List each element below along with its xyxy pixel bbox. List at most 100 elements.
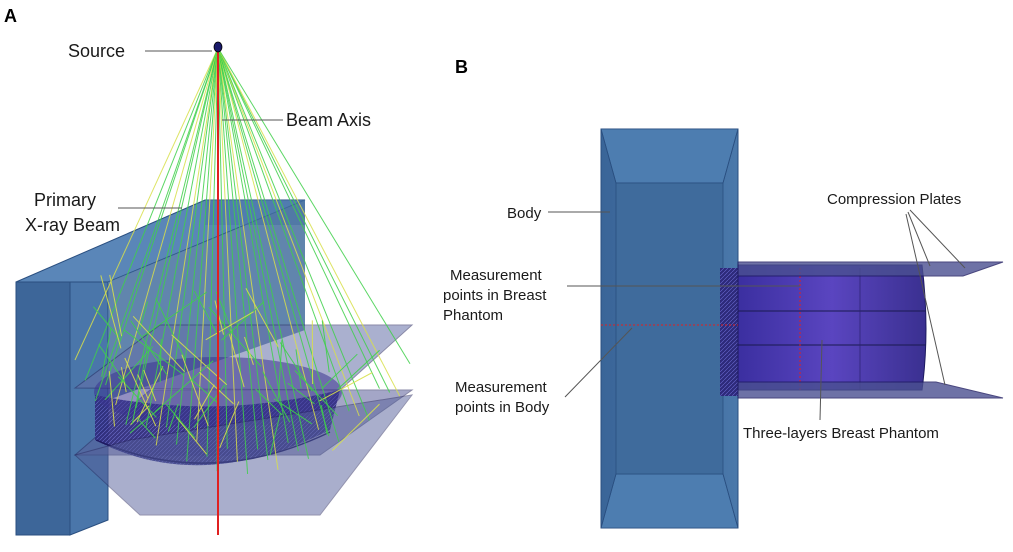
scatter-ray [100, 275, 122, 349]
label-beam-axis: Beam Axis [286, 110, 371, 130]
scatter-ray [139, 301, 148, 331]
scatter-ray [199, 371, 234, 405]
beam-ray [217, 47, 299, 452]
scatter-ray [120, 367, 127, 393]
leader-compression-plates-2 [907, 211, 931, 267]
beam-ray [165, 47, 219, 428]
scatter-ray [219, 401, 240, 448]
scatter-ray [143, 369, 157, 402]
panel-b-compression-plates [737, 261, 1004, 399]
beam-ray [217, 47, 279, 470]
beam-ray [125, 47, 219, 425]
label-primary-beam-line1: Primary [34, 190, 96, 210]
scatter-ray [124, 357, 157, 427]
panel-a-letter: A [4, 6, 17, 26]
scatter-ray [123, 329, 185, 376]
panel-a-scattered-rays [93, 274, 380, 456]
scatter-ray [136, 417, 156, 439]
scatter-ray [321, 320, 330, 373]
scatter-ray [98, 344, 126, 383]
beam-ray [217, 47, 228, 449]
scatter-ray [320, 405, 328, 435]
beam-ray [217, 47, 320, 430]
label-three-layers: Three-layers Breast Phantom [743, 425, 939, 442]
beam-ray [84, 47, 219, 381]
beam-ray [115, 47, 219, 406]
beam-ray [217, 47, 259, 450]
beam-ray [196, 47, 219, 442]
beam-ray [217, 47, 370, 421]
panel-b-three-layer-phantom [720, 264, 927, 396]
beam-ray [105, 47, 219, 386]
scatter-ray [136, 366, 164, 423]
leader-mp-body [564, 327, 633, 398]
scatter-ray [295, 349, 302, 389]
panel-b-letter: B [455, 57, 468, 77]
scatter-ray [294, 370, 339, 417]
beam-ray [217, 47, 330, 437]
scatter-ray [229, 334, 245, 388]
beam-ray [217, 47, 401, 397]
scatter-ray [101, 328, 112, 377]
scatter-ray [109, 274, 123, 337]
label-source: Source [68, 41, 125, 61]
scatter-ray [269, 412, 281, 456]
label-body: Body [507, 205, 542, 222]
beam-ray [217, 47, 289, 443]
scatter-ray [262, 371, 291, 423]
beam-ray [206, 47, 219, 457]
scatter-ray [175, 416, 207, 455]
beam-ray [217, 47, 269, 460]
leader-three-layers [819, 339, 823, 421]
scatter-ray [245, 288, 279, 348]
panel-b: B Body Co [443, 57, 1004, 529]
scatter-ray [277, 340, 283, 399]
scatter-ray [129, 407, 161, 434]
scatter-ray [131, 347, 148, 425]
beam-ray [176, 47, 219, 445]
scatter-ray [166, 404, 196, 439]
scatter-ray [337, 349, 380, 390]
label-compression-plates: Compression Plates [827, 191, 961, 208]
label-mp-breast-line1: Measurement [450, 267, 543, 284]
scatter-ray [244, 336, 254, 365]
beam-ray [217, 47, 360, 417]
beam-ray [145, 47, 219, 428]
scatter-ray [193, 384, 226, 428]
scatter-ray [319, 372, 373, 402]
scatter-ray [108, 371, 115, 427]
scatter-ray [332, 403, 380, 451]
beam-ray [217, 47, 340, 443]
scatter-ray [93, 306, 121, 340]
scatter-ray [255, 388, 283, 416]
leader-compression-plates-3 [905, 213, 946, 386]
scatter-ray [104, 346, 153, 401]
scatter-ray [130, 320, 168, 376]
beam-ray [217, 47, 391, 393]
scatter-ray [205, 311, 254, 341]
beam-ray [155, 47, 219, 446]
scatter-ray [154, 360, 214, 412]
scatter-ray [193, 290, 220, 338]
beam-ray [217, 47, 380, 389]
scatter-ray [273, 398, 313, 425]
beam-ray [74, 47, 219, 361]
beam-ray [217, 47, 411, 364]
scatter-ray [142, 291, 208, 337]
panel-b-body [600, 128, 739, 529]
panel-a-source-point [213, 41, 223, 53]
leader-compression-plates-1 [909, 209, 966, 269]
scatter-ray [287, 382, 315, 405]
scatter-ray [188, 377, 219, 404]
label-mp-body-line2: points in Body [455, 399, 550, 416]
scatter-ray [214, 300, 224, 335]
beam-ray [186, 47, 219, 462]
scatter-ray [194, 384, 215, 420]
beam-ray [217, 47, 309, 459]
scatter-ray [167, 403, 179, 432]
scatter-ray [155, 297, 186, 361]
scatter-ray [215, 291, 234, 334]
beam-ray [94, 47, 219, 401]
label-mp-breast-line3: Phantom [443, 307, 503, 324]
